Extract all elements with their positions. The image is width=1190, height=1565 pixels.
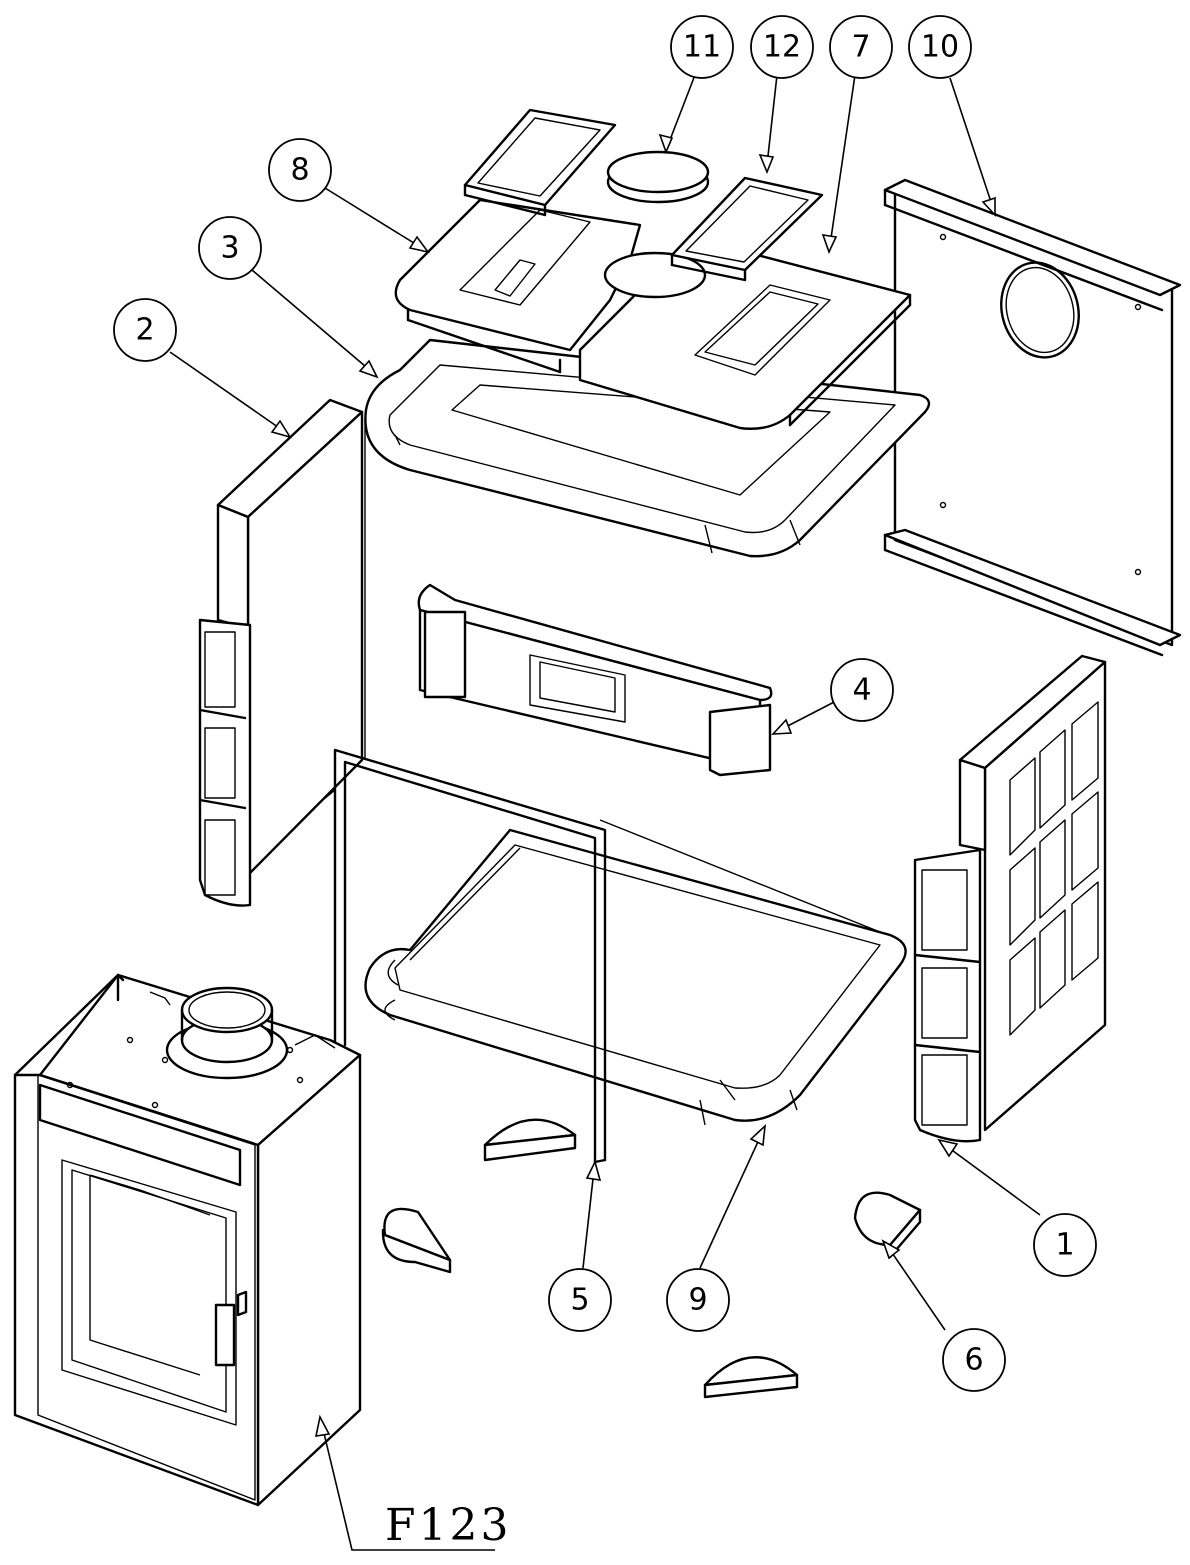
callout-7: 7 xyxy=(829,15,893,79)
callout-label: 10 xyxy=(921,30,959,65)
leader-lines xyxy=(169,74,1041,1551)
callout-label: 3 xyxy=(220,231,239,266)
callout-3: 3 xyxy=(198,216,262,280)
part-12-vent-frame-left xyxy=(463,108,617,217)
part-2-left-side-wall xyxy=(198,398,364,907)
callout-label: 6 xyxy=(964,1343,983,1378)
callout-label: 12 xyxy=(763,30,801,65)
callout-label: 1 xyxy=(1055,1228,1074,1263)
part-1-right-side-wall xyxy=(913,654,1107,1143)
callout-label: 5 xyxy=(570,1283,589,1318)
part-4-front-lintel xyxy=(417,583,773,777)
part-6-foot-3 xyxy=(853,1191,922,1259)
callout-10: 10 xyxy=(908,15,972,79)
callout-4: 4 xyxy=(830,658,894,722)
part-5-seal-gasket xyxy=(333,748,607,1164)
part-6-foot-2 xyxy=(381,1207,452,1274)
part-8-top-plate xyxy=(394,198,642,374)
part-9-base-plinth xyxy=(364,828,907,1126)
part-6-foot-4 xyxy=(703,1356,799,1399)
callout-label: 4 xyxy=(852,673,871,708)
callout-5: 5 xyxy=(548,1268,612,1332)
part-7-top-plate xyxy=(578,238,912,430)
callout-8: 8 xyxy=(268,138,332,202)
callout-label: 9 xyxy=(688,1283,707,1318)
callout-2: 2 xyxy=(113,298,177,362)
callout-label: 7 xyxy=(851,30,870,65)
callout-9: 9 xyxy=(666,1268,730,1332)
model-label: F123 xyxy=(385,1500,512,1551)
part-12-vent-frame-right xyxy=(670,176,824,282)
f123-fireplace-insert xyxy=(13,973,362,1507)
callout-12: 12 xyxy=(750,15,814,79)
part-6-foot-1 xyxy=(483,1118,577,1162)
part-11-cover-disc xyxy=(606,150,710,204)
callout-11: 11 xyxy=(670,15,734,79)
callout-label: 11 xyxy=(683,30,721,65)
callout-label: 8 xyxy=(290,153,309,188)
callout-1: 1 xyxy=(1033,1213,1097,1277)
callout-label: 2 xyxy=(135,313,154,348)
callout-6: 6 xyxy=(942,1328,1006,1392)
part-10-back-panel xyxy=(883,178,1182,657)
